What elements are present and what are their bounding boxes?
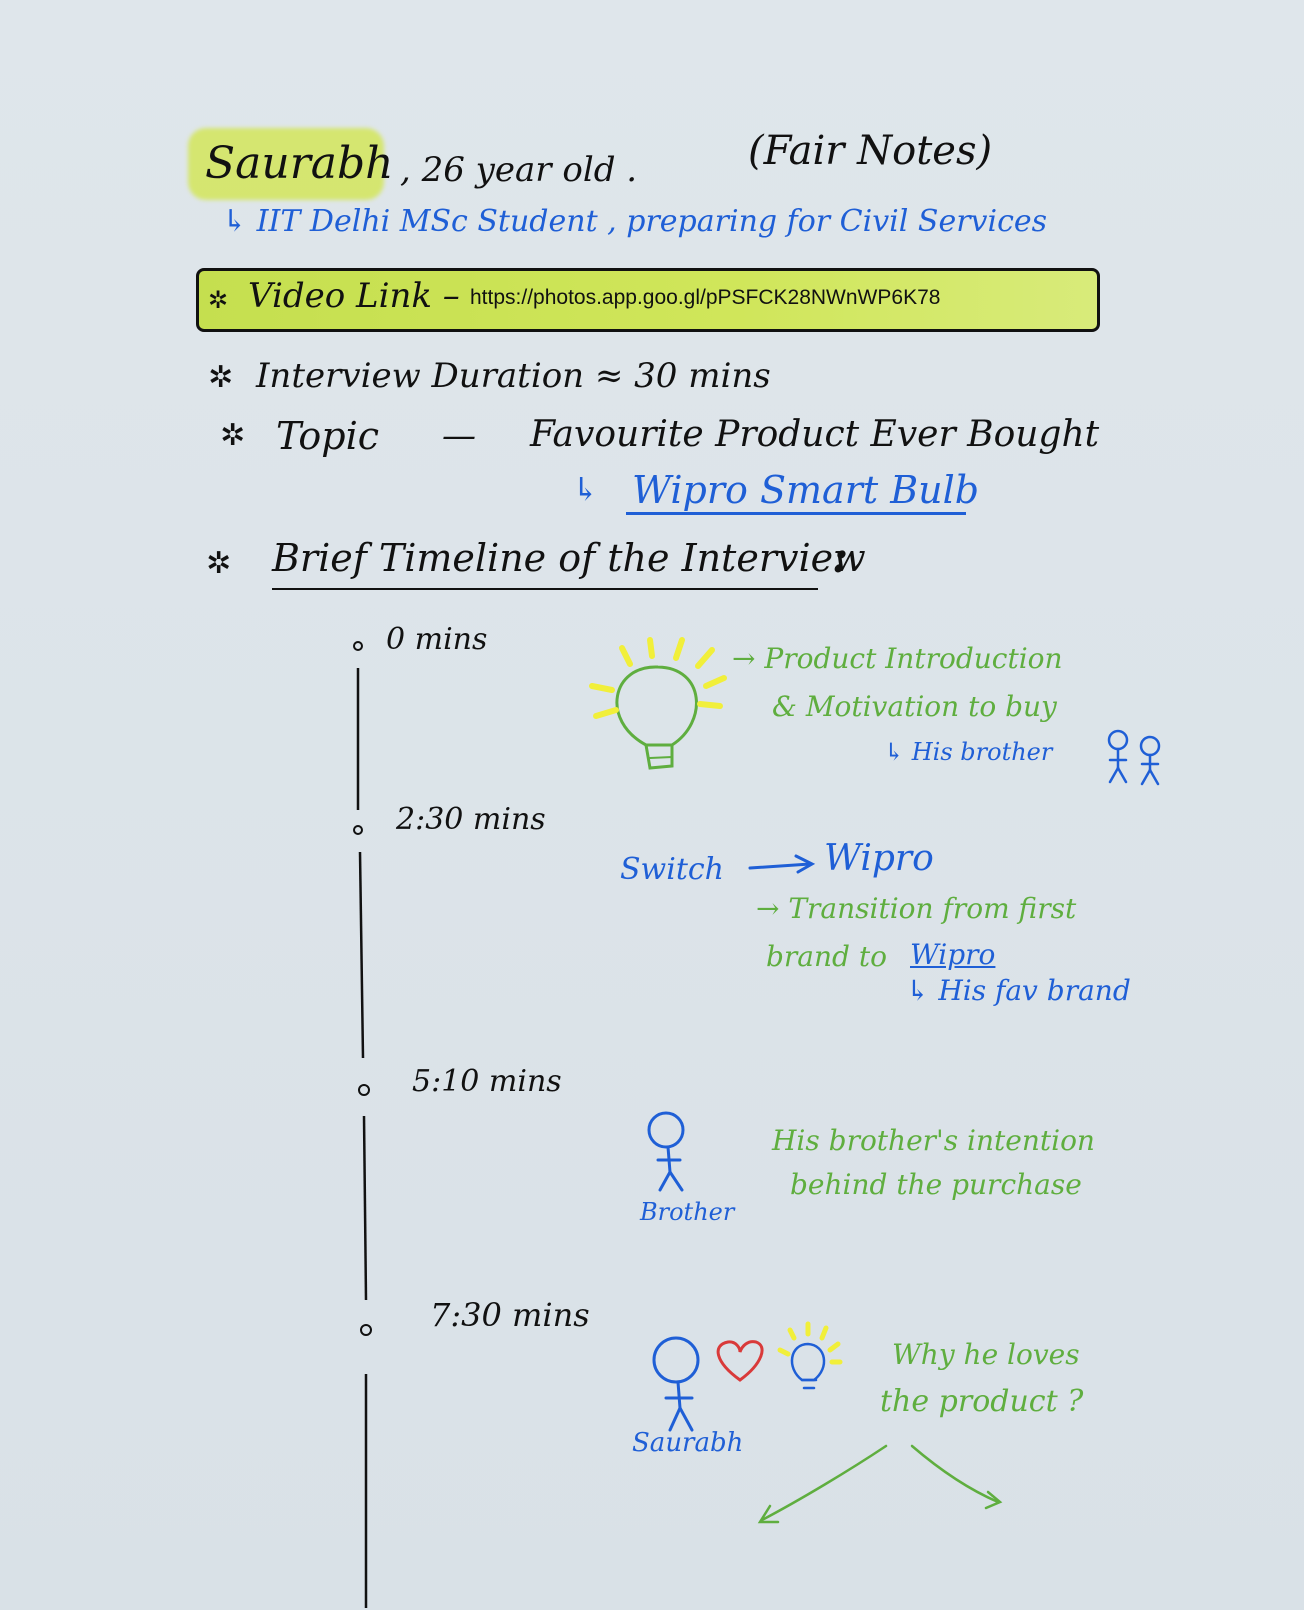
fair-notes-label: (Fair Notes)	[748, 128, 993, 174]
lightbulb-icon	[589, 637, 727, 770]
timeline-node-2	[358, 1084, 370, 1096]
interview-duration: Interview Duration ≈ 30 mins	[256, 356, 771, 396]
entry0-note-line2: & Motivation to buy	[772, 690, 1057, 723]
timeline-node-3	[360, 1324, 372, 1336]
arrow-icon	[910, 1444, 1003, 1510]
timeline-heading: Brief Timeline of the Interview	[272, 536, 866, 580]
product-name: Wipro Smart Bulb	[632, 468, 980, 512]
entry0-sub: ↳ His brother	[884, 738, 1053, 766]
timeline-time-0: 0 mins	[386, 622, 488, 657]
timeline-heading-colon: :	[832, 532, 849, 583]
entry3-note-line1: Why he loves	[892, 1338, 1080, 1371]
video-link-box	[196, 268, 1100, 332]
timeline-time-3: 7:30 mins	[430, 1296, 590, 1334]
star-icon: ✲	[206, 546, 232, 581]
timeline-node-0	[353, 641, 363, 651]
brother-label: Brother	[640, 1198, 735, 1226]
product-underline	[626, 512, 966, 515]
entry3-note-line2: the product ?	[880, 1384, 1084, 1419]
timeline-line	[358, 851, 365, 1059]
timeline-node-1	[353, 825, 363, 835]
star-icon: ✲	[208, 286, 229, 314]
star-icon: ✲	[208, 360, 234, 395]
student-subtitle: ↳ IIT Delhi MSc Student , preparing for …	[222, 204, 1048, 239]
arrow-icon	[757, 1444, 888, 1524]
stick-figure-icon	[652, 1336, 700, 1432]
entry1-note-line1: → Transition from first	[756, 892, 1077, 925]
lightbulb-icon	[777, 1321, 843, 1390]
stick-figure-icon	[1107, 729, 1129, 784]
topic-label: Topic	[276, 414, 380, 458]
topic-value: Favourite Product Ever Bought	[530, 414, 1100, 455]
entry2-note-line1: His brother's intention	[772, 1124, 1095, 1157]
video-link-label: Video Link –	[248, 276, 460, 316]
star-icon: ✲	[220, 418, 246, 453]
timeline-line	[362, 1115, 368, 1301]
heart-icon	[716, 1340, 764, 1382]
product-arrow: ↳	[572, 470, 599, 508]
arrow-icon	[748, 854, 816, 874]
entry1-note-line2: brand to	[766, 940, 887, 973]
entry2-note-line2: behind the purchase	[790, 1168, 1082, 1201]
stick-figure-icon	[1139, 735, 1161, 786]
entry0-note-line1: → Product Introduction	[732, 642, 1063, 675]
name-highlight	[188, 128, 384, 200]
timeline-time-1: 2:30 mins	[396, 802, 546, 837]
topic-dash: —	[442, 416, 476, 456]
entry1-wipro: Wipro	[824, 838, 934, 879]
video-link-url[interactable]: https://photos.app.goo.gl/pPSFCK28NWnWP6…	[470, 286, 941, 309]
timeline-heading-underline	[272, 588, 818, 590]
stick-figure-icon	[647, 1111, 685, 1192]
timeline-time-2: 5:10 mins	[412, 1064, 562, 1099]
entry1-sub: ↳ His fav brand	[906, 974, 1131, 1007]
saurabh-label: Saurabh	[632, 1428, 744, 1458]
student-name: Saurabh	[205, 138, 394, 189]
student-age: , 26 year old .	[400, 150, 638, 190]
entry1-note-wipro: Wipro	[910, 938, 996, 971]
entry1-switch: Switch	[620, 852, 725, 887]
